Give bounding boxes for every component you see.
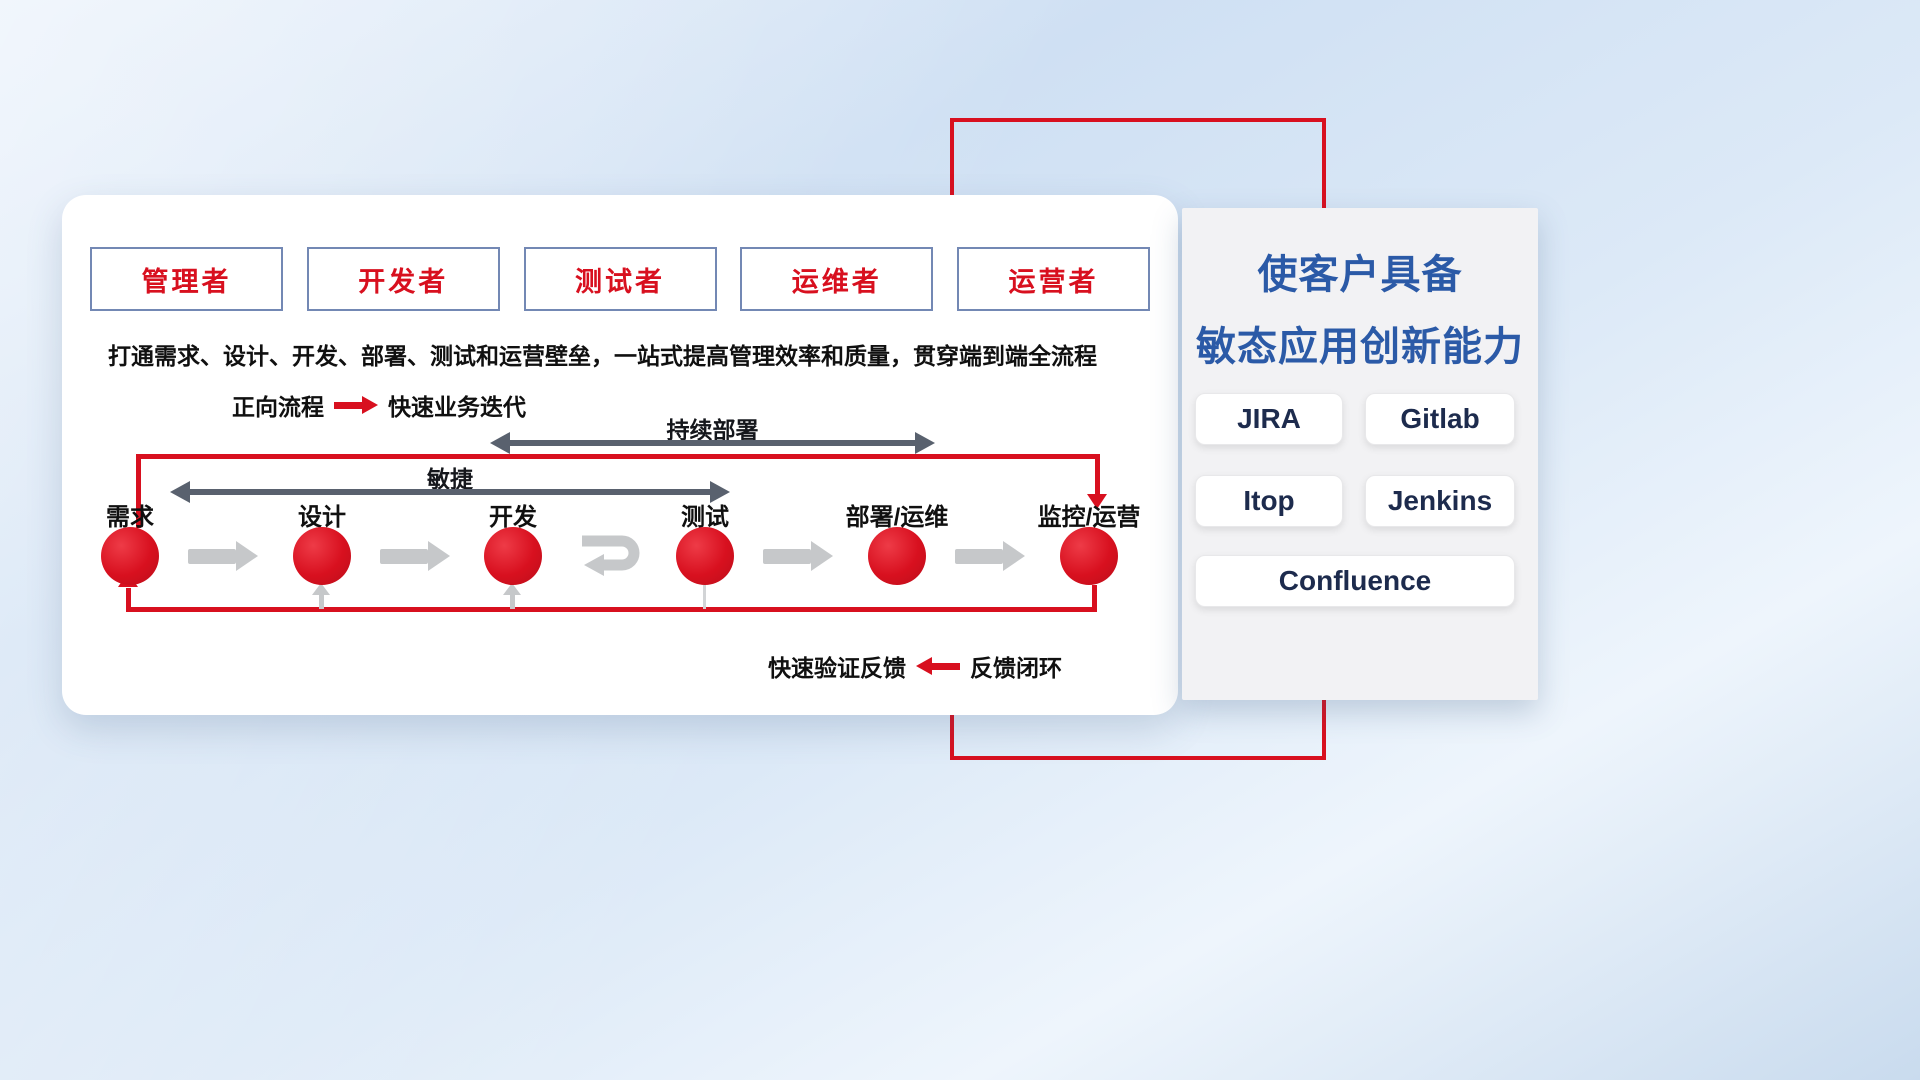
- arrowhead-left-icon: [490, 432, 510, 454]
- devops-flow-card: 管理者 开发者 测试者 运维者 运营者 打通需求、设计、开发、部署、测试和运营壁…: [62, 195, 1178, 715]
- stage-label-deploy-ops: 部署/运维: [845, 504, 949, 531]
- feedback-loop-line-bottom: [126, 607, 1097, 612]
- role-label: 开发者: [358, 266, 449, 297]
- flow-arrow-icon: [380, 541, 450, 571]
- forward-loop-line-left: [136, 454, 141, 528]
- flow-arrow-icon: [763, 541, 833, 571]
- agile-span-arrow: 敏捷: [170, 466, 730, 510]
- stage-node-monitor-ops: [1060, 527, 1118, 585]
- iteration-loop-icon: [582, 535, 640, 576]
- panel-title-line1: 使客户具备: [1257, 253, 1463, 297]
- role-label: 测试者: [575, 266, 665, 297]
- feedback-branch-test: [703, 585, 706, 609]
- stage-label-design: 设计: [298, 504, 346, 531]
- forward-loop-arrowhead-icon: [1087, 494, 1107, 509]
- stage-label-monitor-ops: 监控/运营: [1037, 504, 1141, 531]
- stage-node-deploy-ops: [868, 527, 926, 585]
- forward-loop-line-right: [1095, 454, 1100, 496]
- flow-subtitle: 打通需求、设计、开发、部署、测试和运营壁垒，一站式提高管理效率和质量，贯穿端到端…: [108, 343, 1097, 369]
- feedback-branch-dev: [510, 593, 515, 609]
- role-box-tester: 测试者: [523, 247, 717, 311]
- feedback-branch-design: [319, 593, 324, 609]
- capability-panel: 使客户具备 敏态应用创新能力 JIRA Gitlab Itop Jenkins …: [1182, 208, 1538, 700]
- feedback-arrow-icon: [916, 657, 960, 675]
- forward-loop-line-top: [136, 454, 1100, 459]
- tool-chip-gitlab: Gitlab: [1365, 393, 1515, 445]
- feedback-branch-arrowhead-icon: [312, 583, 330, 595]
- span-arrow-label: 敏捷: [427, 466, 473, 492]
- tool-chip-jira: JIRA: [1195, 393, 1343, 445]
- legend-feedback: 快速验证反馈 反馈闭环: [768, 649, 1062, 683]
- continuous-deployment-span-arrow: 持续部署: [490, 417, 935, 461]
- tool-chip-jenkins: Jenkins: [1365, 475, 1515, 527]
- legend-forward: 正向流程 快速业务迭代: [232, 388, 526, 422]
- role-box-row: 管理者 开发者 测试者 运维者 运营者: [90, 247, 1150, 311]
- role-box-operator: 运维者: [740, 247, 934, 311]
- role-label: 运营者: [1008, 266, 1099, 297]
- flow-arrow-icon: [955, 541, 1025, 571]
- tool-chip-confluence: Confluence: [1195, 555, 1515, 607]
- legend-feedback-label: 快速验证反馈: [768, 655, 906, 681]
- stage-label-requirements: 需求: [106, 504, 154, 531]
- tool-chip-itop: Itop: [1195, 475, 1343, 527]
- feedback-branch-arrowhead-icon: [503, 583, 521, 595]
- span-arrow-label: 持续部署: [666, 417, 759, 443]
- stage-label-testing: 测试: [681, 504, 729, 531]
- legend-forward-desc: 快速业务迭代: [388, 394, 526, 420]
- feedback-loop-line-left: [126, 588, 131, 612]
- stage-node-development: [484, 527, 542, 585]
- forward-arrow-icon: [334, 396, 378, 414]
- role-box-developer: 开发者: [306, 247, 500, 311]
- flow-arrow-icon: [188, 541, 258, 571]
- role-label: 管理者: [141, 266, 232, 297]
- arrowhead-right-icon: [915, 432, 935, 454]
- stage-node-design: [293, 527, 351, 585]
- feedback-loop-line-right: [1092, 585, 1097, 612]
- role-box-manager: 管理者: [90, 247, 283, 311]
- stage-label-development: 开发: [489, 504, 537, 531]
- arrowhead-left-icon: [170, 481, 190, 503]
- legend-forward-label: 正向流程: [232, 394, 324, 420]
- legend-feedback-desc: 反馈闭环: [970, 655, 1062, 681]
- stage-node-requirements: [101, 527, 159, 585]
- arrowhead-right-icon: [710, 481, 730, 503]
- panel-title-line2: 敏态应用创新能力: [1196, 325, 1524, 369]
- role-box-business-ops: 运营者: [957, 247, 1150, 311]
- stage-node-testing: [676, 527, 734, 585]
- role-label: 运维者: [791, 266, 882, 297]
